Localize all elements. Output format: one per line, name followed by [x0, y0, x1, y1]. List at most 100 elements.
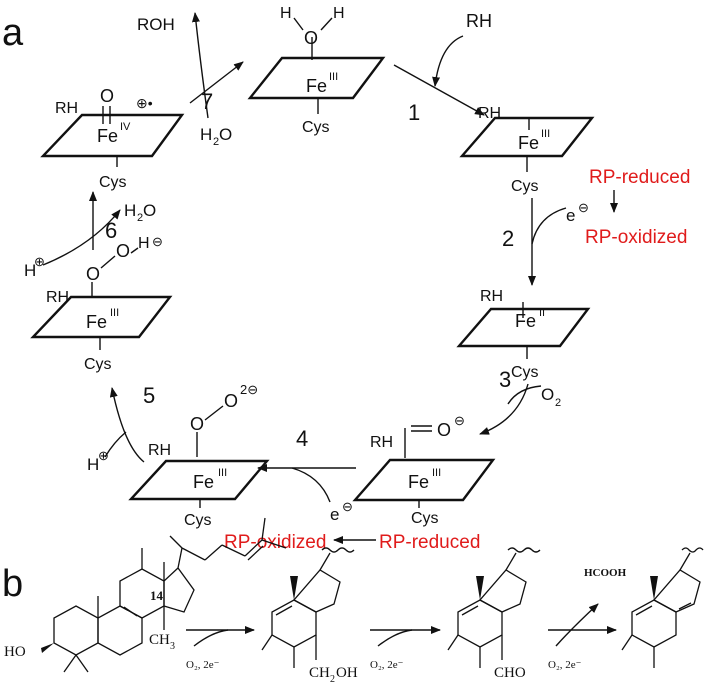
ch2oh-label-sub: 2	[330, 674, 335, 685]
iron-label: Fe	[97, 126, 118, 146]
proton-in-arrow	[104, 431, 127, 458]
ring-d	[292, 569, 341, 613]
arrow-oxidation-1-curl	[193, 629, 229, 647]
ring-d	[163, 567, 195, 613]
proximal-oxygen: O	[190, 414, 204, 434]
rp-reduced-label-right: RP-reduced	[589, 167, 690, 188]
oxidation-state: III	[329, 71, 338, 83]
heme-plane	[456, 307, 591, 348]
electron-charge-2: ⊖	[342, 499, 353, 514]
reagent-rh: RH	[466, 11, 492, 31]
heme-plane	[247, 56, 386, 100]
cycle-arrows	[42, 12, 618, 544]
rp-oxidized-label-bottom: RP-oxidized	[224, 532, 326, 553]
heme-plane	[128, 459, 270, 501]
step-number-7: 7	[201, 89, 213, 114]
species-fe3-substrate: RH Fe III Cys	[459, 105, 595, 195]
arrow-step-7	[189, 61, 244, 104]
reagent-electron: e	[566, 206, 575, 225]
species-fe3-hydroperoxo: RH O O H ⊖ Fe III Cys	[30, 234, 173, 373]
oxidation-state: III	[218, 467, 227, 479]
cys-ligand: Cys	[184, 512, 212, 529]
iron-label: Fe	[193, 472, 214, 492]
step-number-1: 1	[408, 100, 420, 125]
panel-label-b: b	[2, 563, 23, 605]
o2-in-arrow	[507, 385, 542, 405]
hydroperoxo-oxygen: O	[116, 241, 130, 261]
product-water-o: O	[143, 201, 156, 220]
molecule-aldehyde-intermediate: CHO	[447, 547, 541, 681]
rh-binding-arrow	[432, 35, 464, 87]
ring	[457, 599, 503, 648]
side-chain-wavy	[321, 547, 355, 553]
water-h-left: H	[280, 5, 292, 22]
species-fe3-peroxo: RH O O 2⊖ Fe III Cys	[128, 382, 270, 529]
cys-ligand: Cys	[511, 364, 539, 381]
ch2oh-label-tail: OH	[336, 665, 358, 681]
ring-d	[652, 569, 701, 613]
side-chain-wavy	[681, 547, 704, 553]
iron-label: Fe	[408, 472, 429, 492]
cys-ligand: Cys	[411, 510, 439, 527]
methyl-wedge	[290, 576, 298, 600]
roh-release-arrow	[191, 12, 209, 119]
cys-ligand: Cys	[99, 174, 127, 191]
iron-label: Fe	[518, 133, 539, 153]
reagent-proton: H	[87, 455, 99, 474]
ring-a	[53, 605, 99, 656]
step-number-5: 5	[143, 383, 155, 408]
proximal-oxygen: O	[86, 264, 100, 284]
formic-acid-label: HCOOH	[584, 567, 627, 579]
water-oxygen: O	[304, 28, 318, 48]
methyl-wedge	[476, 576, 484, 600]
peroxo-charge: 2⊖	[240, 382, 258, 397]
molecule-lanosterol: HO 14 CH 3	[4, 517, 287, 673]
arrow-oxidation-2-curl	[377, 629, 413, 647]
methyl-wedge	[650, 576, 658, 600]
arrow-oxidation-3-curl	[555, 603, 599, 647]
distal-oxygen: O	[224, 391, 238, 411]
arrow-step-1	[393, 64, 485, 116]
iron-label: Fe	[306, 76, 327, 96]
hydroxyl-wedge	[41, 643, 54, 653]
hydroxyl-label: HO	[4, 644, 26, 660]
electron-in-arrow	[531, 207, 567, 245]
species-compound-i: RH O ⊕• Fe IV Cys	[40, 86, 185, 191]
reagent-electron-2: e	[330, 505, 339, 524]
ch2oh-label: CH	[309, 665, 330, 681]
product-water-sub: 2	[137, 212, 143, 224]
water-h-right: H	[333, 5, 345, 22]
species-fe2-substrate: RH Fe II Cys	[456, 288, 591, 381]
rp-reduced-label-bottom: RP-reduced	[379, 532, 480, 553]
reagent-water-sub: 2	[213, 136, 219, 148]
reagent-o2-sub: 2	[555, 397, 561, 409]
step-number-4: 4	[296, 426, 308, 451]
electron-charge: ⊖	[578, 200, 589, 215]
product-roh: ROH	[137, 15, 175, 34]
oxidation-state: III	[432, 467, 441, 479]
species-fe3-superoxo: RH O ⊖ Fe III Cys	[352, 413, 496, 527]
radical-cation-charge: ⊕•	[136, 95, 153, 111]
conditions-3: O₂, 2e⁻	[548, 659, 582, 671]
ring-b	[97, 605, 143, 656]
molecule-alcohol-intermediate: CH 2 OH	[261, 547, 358, 685]
reagent-proton-2: H	[24, 261, 36, 280]
step-number-3: 3	[499, 367, 511, 392]
methyl-label-sub: 3	[170, 641, 175, 652]
side-chain-wavy	[507, 547, 541, 553]
cys-ligand: Cys	[302, 119, 330, 136]
substrate-rh: RH	[480, 288, 503, 305]
superoxo-charge: ⊖	[454, 413, 465, 428]
oxo-oxygen: O	[100, 86, 114, 106]
substrate-rh: RH	[55, 100, 78, 117]
substrate-rh: RH	[46, 289, 69, 306]
molecule-demethylated-product	[621, 547, 704, 668]
cho-label: CHO	[494, 665, 526, 681]
water-release-arrow	[42, 209, 121, 266]
proton-charge: ⊕	[98, 448, 109, 463]
species-fe3-water: O H H Fe III Cys	[247, 5, 386, 136]
reagent-water: H	[200, 125, 212, 144]
methyl-label: CH	[149, 632, 170, 648]
oxidation-state: IV	[120, 121, 131, 133]
